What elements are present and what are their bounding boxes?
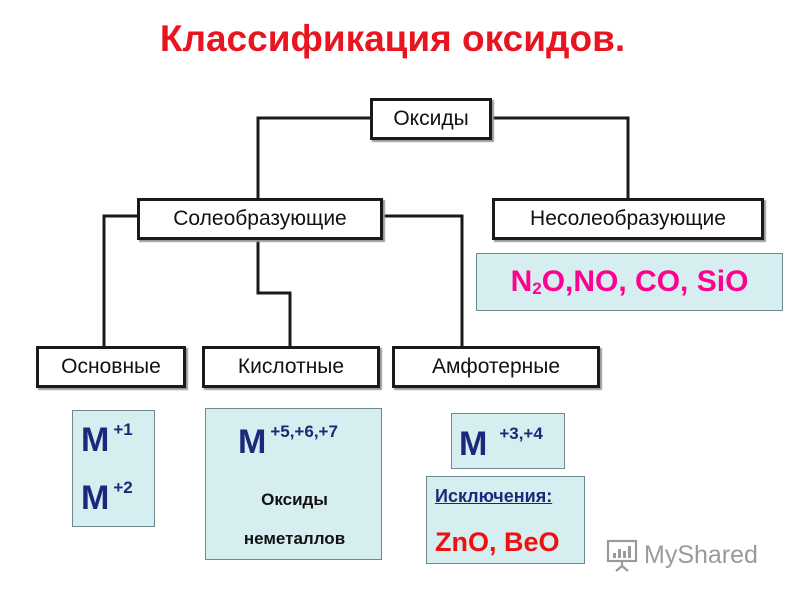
- node-acidic: Кислотные: [202, 346, 380, 388]
- amphoteric-valence: M +3,+4: [459, 424, 543, 463]
- node-non-salt-forming-label: Несолеобразующие: [530, 207, 726, 230]
- formula-n: N: [510, 265, 533, 298]
- node-amphoteric-label: Амфотерные: [431, 355, 561, 378]
- node-oxides-label: Оксиды: [393, 107, 469, 130]
- diagram-title: Классификация оксидов.: [159, 18, 626, 59]
- presentation-board-icon: [606, 539, 638, 572]
- amphoteric-valence-sup: +3,+4: [499, 424, 543, 443]
- amphoteric-metal-symbol: M: [459, 425, 488, 463]
- acidic-note-line1: Оксиды: [261, 490, 328, 509]
- node-non-salt-forming: Несолеобразующие: [492, 198, 764, 240]
- acidic-valence-sup: +5,+6,+7: [270, 422, 338, 441]
- basic-valence-1-sup: +1: [113, 420, 133, 439]
- acidic-oxides-panel: M+5,+6,+7 Оксиды неметаллов: [205, 408, 382, 560]
- amphoteric-oxides-panel: M +3,+4: [451, 413, 565, 469]
- basic-oxides-panel: M+1 M+2: [72, 410, 155, 527]
- connector-salt-basic: [102, 214, 140, 346]
- node-amphoteric: Амфотерные: [392, 346, 600, 388]
- node-basic: Основные: [36, 346, 186, 388]
- formula-rest: O,NO, CO, SiO: [541, 265, 749, 298]
- node-basic-label: Основные: [61, 355, 161, 378]
- basic-valence-2: M+2: [81, 478, 133, 517]
- basic-valence-2-sup: +2: [113, 478, 133, 497]
- watermark: MyShared: [606, 538, 758, 572]
- acidic-note-line2: неметаллов: [243, 529, 346, 548]
- connector-salt-amphoteric: [382, 214, 464, 346]
- connector-oxides-salt: [256, 116, 372, 200]
- basic-metal-symbol-1: M: [81, 421, 110, 459]
- exceptions-label: Исключения:: [435, 486, 553, 506]
- exceptions-value: ZnO, BeO: [435, 527, 560, 557]
- connector-oxides-nonsalt: [490, 116, 630, 200]
- acidic-metal-symbol: M: [238, 423, 267, 461]
- node-salt-forming: Солеобразующие: [137, 198, 383, 240]
- acidic-valence: M+5,+6,+7: [238, 422, 338, 461]
- node-oxides: Оксиды: [370, 98, 492, 140]
- node-salt-forming-label: Солеобразующие: [173, 207, 347, 230]
- basic-valence-1: M+1: [81, 420, 133, 459]
- connector-salt-acidic: [256, 240, 292, 346]
- watermark-text: MyShared: [644, 540, 758, 569]
- basic-metal-symbol-2: M: [81, 479, 110, 517]
- formula-n-subscript: 2: [532, 279, 542, 298]
- node-acidic-label: Кислотные: [237, 355, 345, 378]
- exceptions-panel: Исключения: ZnO, BeO: [426, 476, 585, 564]
